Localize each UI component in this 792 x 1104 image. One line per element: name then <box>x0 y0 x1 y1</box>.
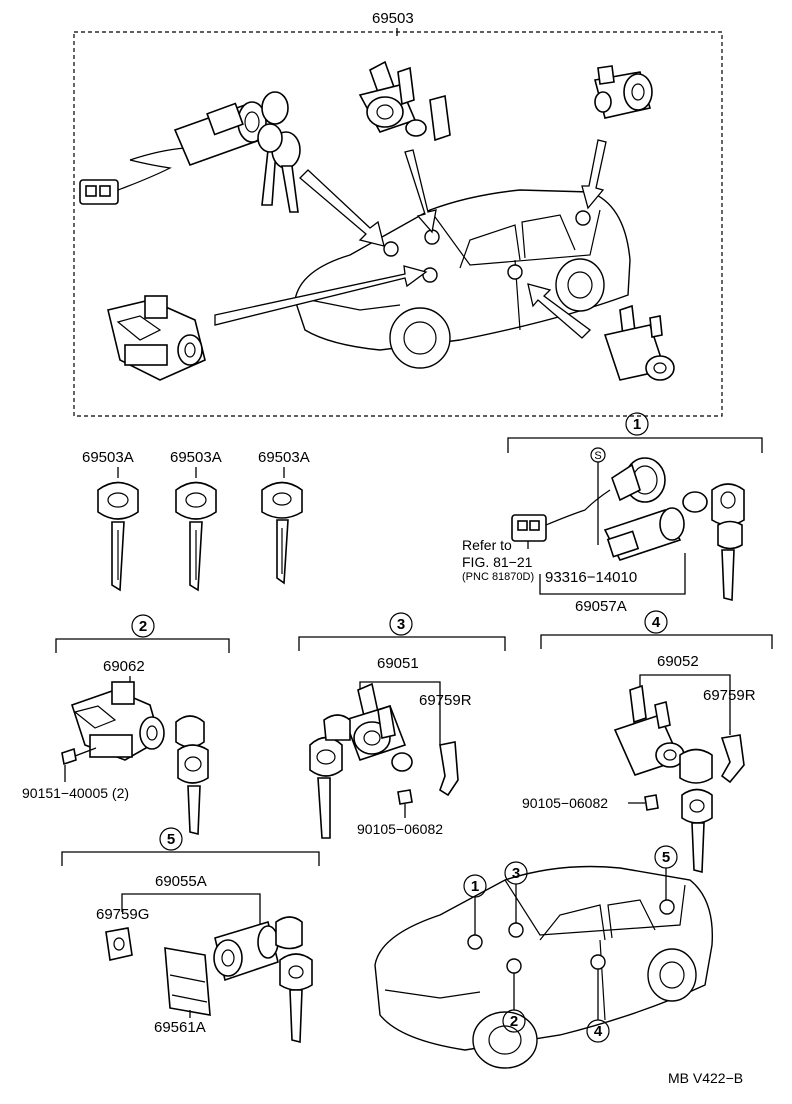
locator-callout-5-circle <box>654 845 678 869</box>
rear-door-lock-illustration <box>603 304 675 381</box>
key-part-number-1: 69503A <box>82 449 134 466</box>
group4-rod-part-number: 69759R <box>703 687 756 704</box>
spare-keys-group: 69503A 69503A 69503A <box>82 449 310 592</box>
top-part-number: 69503 <box>372 10 414 27</box>
group-5-trunk-lock: 5 69055A 69759G 69561A <box>61 827 320 1044</box>
key-part-number-3: 69503A <box>258 449 310 466</box>
key-icon-1 <box>97 481 139 592</box>
group4-screw-part-number: 90105−06082 <box>522 795 608 811</box>
callout-circle-4 <box>644 610 668 634</box>
locator-callout-2: 2 <box>510 1013 518 1030</box>
locator-callout-1: 1 <box>471 878 479 895</box>
group-2-glove-box-lock: 2 69062 90151−40005 (2) <box>22 614 230 836</box>
locator-car-illustration: 1 3 5 2 4 <box>374 845 714 1069</box>
group1-screw-part-number: 93316−14010 <box>545 569 637 586</box>
key-icon-3 <box>261 481 303 585</box>
top-dashed-frame <box>73 31 723 417</box>
callout-4-number: 4 <box>652 614 661 631</box>
group4-assy-part-number: 69052 <box>657 653 699 670</box>
location-arrows <box>214 139 607 339</box>
callout-5-number: 5 <box>167 831 175 848</box>
locator-callout-5: 5 <box>662 849 670 866</box>
locator-callout-3-circle <box>504 861 528 885</box>
callout-circle-2 <box>131 614 155 638</box>
group5-rod-part-number: 69759G <box>96 906 149 923</box>
group2-assy-part-number: 69062 <box>103 658 145 675</box>
callout-3-number: 3 <box>397 616 405 633</box>
key-part-number-2: 69503A <box>170 449 222 466</box>
callout-circle-1 <box>625 412 649 436</box>
group-1-ignition-set: 1 S Refer to FIG. 81−21 (PNC 81870D) 933… <box>462 412 763 615</box>
group5-assy-part-number: 69055A <box>155 873 207 890</box>
trunk-lock-cylinder-illustration <box>594 65 653 119</box>
callout-2-number: 2 <box>139 618 147 635</box>
locator-callout-3: 3 <box>512 865 520 882</box>
group3-assy-part-number: 69051 <box>377 655 419 672</box>
locator-callout-4-circle <box>586 1019 610 1043</box>
group3-rod-part-number: 69759R <box>419 692 472 709</box>
group3-screw-part-number: 90105−06082 <box>357 821 443 837</box>
callout-circle-5 <box>159 827 183 851</box>
locator-callout-1-circle <box>463 874 487 898</box>
locator-callout-2-circle <box>502 1009 526 1033</box>
refer-pnc: (PNC 81870D) <box>462 571 534 583</box>
group2-bolt-part-number: 90151−40005 (2) <box>22 785 129 801</box>
group5-retainer-part-number: 69561A <box>154 1019 206 1036</box>
locator-callout-4: 4 <box>594 1023 603 1040</box>
top-lock-set-group: 69503 <box>73 10 723 417</box>
callout-1-number: 1 <box>633 416 641 433</box>
screw-special-mark-letter: S <box>594 450 601 462</box>
refer-to-line-1: Refer to <box>462 537 512 553</box>
group-4-rear-door-lock: 4 69052 69759R 90105−06082 <box>522 610 773 874</box>
ignition-cylinder-illustration <box>79 91 301 213</box>
refer-to-line-2: FIG. 81−21 <box>462 554 533 570</box>
figure-code: MB V422−B <box>668 1070 743 1086</box>
car-overview-illustration <box>294 189 631 369</box>
group-3-front-door-lock: 3 69051 69759R 90105−06082 <box>298 612 506 839</box>
door-lock-assembly-illustration <box>358 60 451 142</box>
glove-box-lock-illustration <box>107 295 206 381</box>
key-icon-2 <box>175 481 217 592</box>
group1-assy-part-number: 69057A <box>575 598 627 615</box>
callout-circle-3 <box>389 612 413 636</box>
